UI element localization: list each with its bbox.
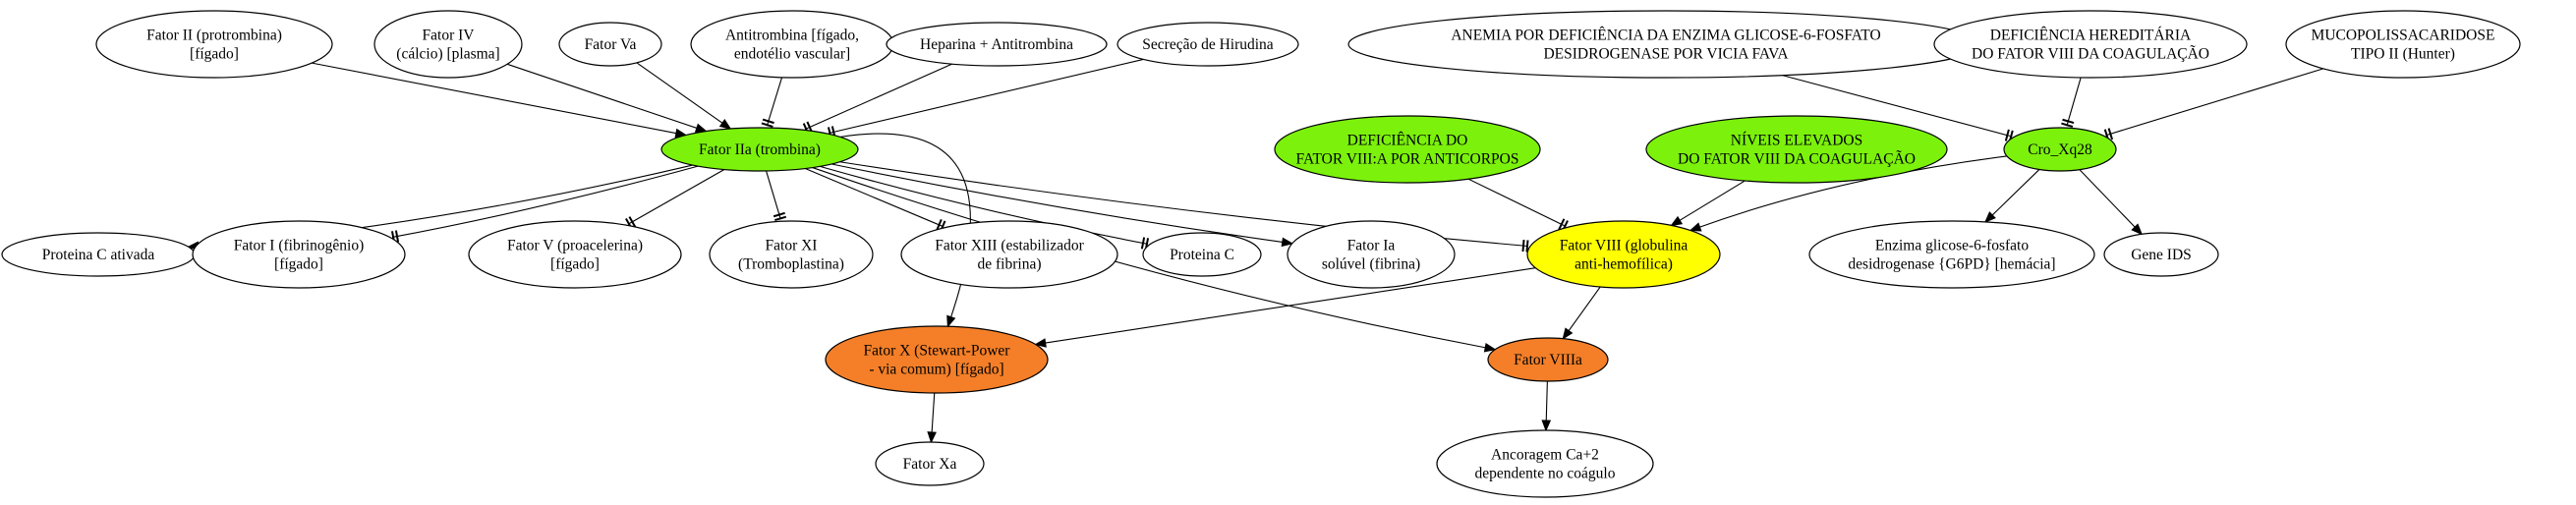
edge-fator-x-to-fator-xa xyxy=(927,392,937,444)
edge-hirudina-to-fator-iia xyxy=(827,58,1144,140)
node-fator-va: Fator Va xyxy=(558,22,662,67)
node-def-hered: DEFICIÊNCIA HEREDITÁRIA DO FATOR VIII DA … xyxy=(1933,10,2248,79)
node-label: Fator IV xyxy=(423,28,476,44)
edge-cro-xq28-to-g6pd xyxy=(1983,169,2040,223)
node-antitrombina: Antitrombina [fígado, endotélio vascular] xyxy=(690,10,894,79)
node-heparina: Heparina + Antitrombina xyxy=(886,22,1108,67)
node-label: Heparina + Antitrombina xyxy=(920,36,1073,53)
node-niveis: NÍVEIS ELEVADOS DO FATOR VIII DA COAGULAÇ… xyxy=(1645,115,1948,184)
node-label: Proteina C xyxy=(1170,247,1234,263)
node-fator-viii: Fator VIII (globulina anti-hemofílica) xyxy=(1526,220,1721,289)
edge-def-anticorpos-to-fator-viii xyxy=(1467,178,1569,232)
node-fator-xi: Fator XI (Tromboplastina) xyxy=(709,220,874,289)
node-label: endotélio vascular] xyxy=(734,46,850,63)
node-label: NÍVEIS ELEVADOS xyxy=(1731,133,1862,149)
edge-fator-iia-to-fator-v xyxy=(625,169,725,230)
node-label: DO FATOR VIII DA COAGULAÇÃO xyxy=(1972,46,2209,63)
node-fator-viiia: Fator VIIIa xyxy=(1487,337,1609,382)
node-label: solúvel (fibrina) xyxy=(1322,256,1420,273)
edge-fator-iia-to-fator-xi xyxy=(766,170,787,222)
node-label: Gene IDS xyxy=(2131,247,2192,263)
node-fator-ia: Fator Ia solúvel (fibrina) xyxy=(1287,220,1456,289)
node-proteina-c: Proteina C xyxy=(1142,232,1262,277)
node-label: Fator VIII (globulina xyxy=(1560,238,1689,254)
edge-niveis-to-fator-viii xyxy=(1670,180,1746,227)
edge-fator-viiia-to-ancoragem xyxy=(1541,380,1552,432)
node-label: Fator I (fibrinogênio) xyxy=(234,238,365,254)
node-label: Enzima glicose-6-fosfato xyxy=(1875,238,2029,254)
node-fator-i: Fator I (fibrinogênio) [fígado] xyxy=(192,220,406,289)
node-label: DESIDROGENASE POR VICIA FAVA xyxy=(1543,46,1789,63)
node-fator-iv: Fator IV (cálcio) [plasma] xyxy=(373,10,523,79)
node-g6pd: Enzima glicose-6-fosfato desidrogenase {G… xyxy=(1808,220,2095,289)
edge-antitrombina-to-fator-iia xyxy=(761,77,783,128)
node-label: DEFICIÊNCIA HEREDITÁRIA xyxy=(1990,28,2192,44)
node-label: Fator II (protrombina) xyxy=(146,28,282,44)
node-label: Fator VIIIa xyxy=(1514,352,1582,368)
node-label: ANEMIA POR DEFICIÊNCIA DA ENZIMA GLICOSE… xyxy=(1451,28,1880,44)
node-fator-iia: Fator IIa (trombina) xyxy=(660,127,859,172)
node-label: Antitrombina [fígado, xyxy=(725,28,859,44)
node-anemia: ANEMIA POR DEFICIÊNCIA DA ENZIMA GLICOSE… xyxy=(1347,10,1984,79)
node-label: Fator X (Stewart-Power xyxy=(864,343,1011,360)
node-label: DEFICIÊNCIA DO xyxy=(1347,133,1468,149)
node-fator-x: Fator X (Stewart-Power - via comum) [fíga… xyxy=(825,325,1049,394)
node-proteina-c-ativada: Proteina C ativada xyxy=(1,232,196,277)
node-fator-ii: Fator II (protrombina) [fígado] xyxy=(95,10,333,79)
node-label: Fator V (proacelerina) xyxy=(507,238,643,254)
node-label: Fator XI xyxy=(766,238,818,254)
node-fator-xiii: Fator XIII (estabilizador de fibrina) xyxy=(900,220,1118,289)
edge-fator-iia-to-fator-ia xyxy=(831,163,1294,248)
node-hirudina: Secreção de Hirudina xyxy=(1116,22,1299,67)
edge-fator-iia-to-fator-viiia xyxy=(812,167,1497,353)
node-label: [fígado] xyxy=(190,46,239,63)
node-label: Secreção de Hirudina xyxy=(1142,36,1274,53)
node-label: Fator Xa xyxy=(903,456,957,473)
node-gene-ids: Gene IDS xyxy=(2103,232,2219,277)
node-label: Fator XIII (estabilizador xyxy=(935,238,1084,254)
node-label: - via comum) [fígado] xyxy=(869,362,1003,378)
node-label: Fator IIa (trombina) xyxy=(699,141,821,158)
node-label: TIPO II (Hunter) xyxy=(2351,46,2455,63)
node-label: MUCOPOLISSACARIDOSE xyxy=(2312,28,2495,44)
node-fator-xa: Fator Xa xyxy=(875,441,985,486)
edge-fator-iia-to-fator-xiii xyxy=(805,167,946,233)
node-label: [fígado] xyxy=(274,256,323,273)
edge-cro-xq28-to-fator-viii xyxy=(1689,155,2007,232)
node-label: Fator Ia xyxy=(1347,238,1396,254)
edge-fator-viii-to-fator-viiia xyxy=(1562,286,1601,340)
edge-def-hered-to-cro-xq28 xyxy=(2061,77,2082,128)
node-label: Ancoragem Ca+2 xyxy=(1491,447,1599,464)
node-ancoragem: Ancoragem Ca+2 dependente no coágulo xyxy=(1436,429,1654,498)
node-def-anticorpos: DEFICIÊNCIA DO FATOR VIII:A POR ANTICORPO… xyxy=(1274,115,1541,184)
node-label: Fator Va xyxy=(585,36,637,53)
node-mucopoli: MUCOPOLISSACARIDOSE TIPO II (Hunter) xyxy=(2285,10,2521,79)
node-label: de fibrina) xyxy=(978,256,1042,273)
node-label: dependente no coágulo xyxy=(1475,466,1616,482)
edge-mucopoli-to-cro-xq28 xyxy=(2103,68,2324,141)
node-label: anti-hemofílica) xyxy=(1574,256,1673,273)
node-label: (Tromboplastina) xyxy=(738,256,844,273)
node-fator-v: Fator V (proacelerina) [fígado] xyxy=(468,220,682,289)
edges xyxy=(187,58,2324,444)
edge-fator-va-to-fator-iia xyxy=(636,62,732,130)
node-cro-xq28: Cro_Xq28 xyxy=(2003,127,2117,172)
node-label: FATOR VIII:A POR ANTICORPOS xyxy=(1296,151,1519,168)
edge-fator-iv-to-fator-iia xyxy=(506,63,708,133)
edge-fator-ii-to-fator-iia xyxy=(312,62,688,139)
nodes: Fator II (protrombina) [fígado] Fator IV (c… xyxy=(1,10,2521,498)
node-label: DO FATOR VIII DA COAGULAÇÃO xyxy=(1678,151,1916,168)
node-label: [fígado] xyxy=(550,256,600,273)
node-label: Proteina C ativada xyxy=(42,247,155,263)
node-label: (cálcio) [plasma] xyxy=(396,46,499,63)
edge-fator-viii-to-fator-x xyxy=(1034,267,1536,348)
node-label: desidrogenase {G6PD} [hemácia] xyxy=(1848,256,2055,273)
node-label: Cro_Xq28 xyxy=(2028,141,2092,158)
edge-cro-xq28-to-gene-ids xyxy=(2079,169,2144,236)
